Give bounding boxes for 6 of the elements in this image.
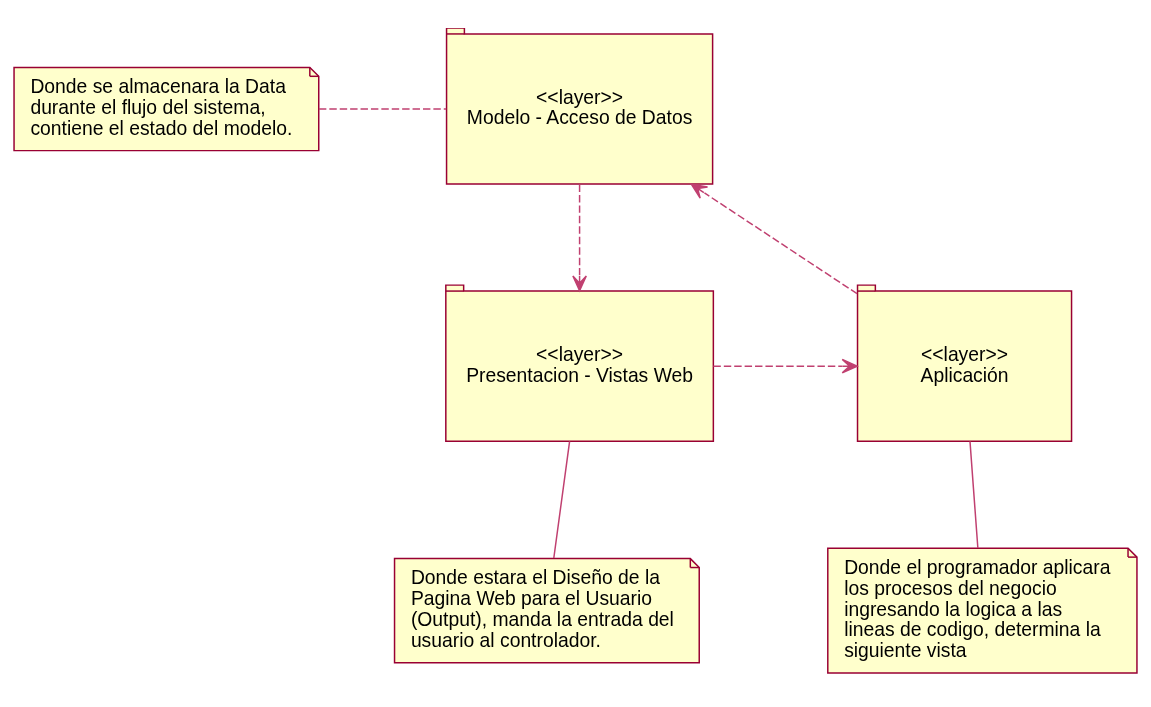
arrow: [690, 183, 858, 295]
connector: [969, 440, 979, 549]
connector: [318, 108, 447, 110]
arrow: [712, 358, 858, 374]
connector: [553, 440, 571, 559]
arrow: [572, 183, 588, 292]
